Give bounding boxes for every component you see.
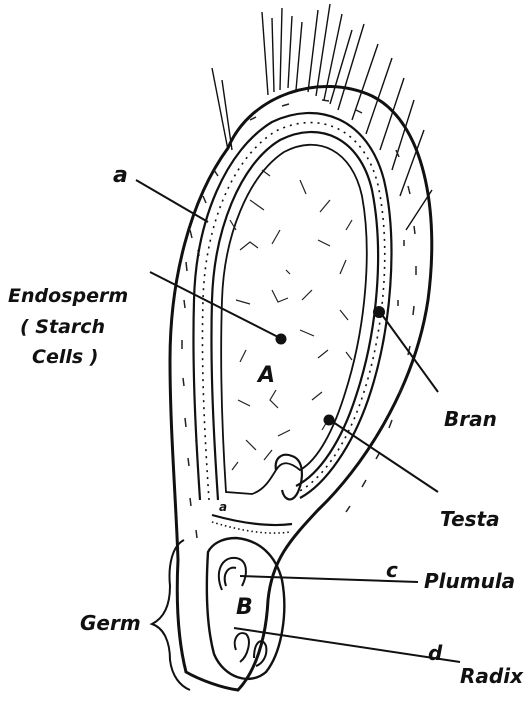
label-plumula: Plumula — [424, 569, 515, 593]
plumula-shape — [219, 558, 246, 590]
marker-bran — [373, 306, 385, 318]
leader-radix — [234, 628, 460, 662]
label-c: c — [386, 558, 398, 582]
marker-testa — [324, 415, 335, 426]
label-endosperm-line2: ( Starch — [20, 316, 105, 338]
scutellum — [212, 515, 292, 525]
leader-a — [136, 180, 208, 222]
label-A: A — [256, 363, 275, 388]
label-radix: Radix — [460, 664, 524, 688]
label-d: d — [428, 641, 443, 665]
label-a-top: a — [113, 163, 128, 188]
label-B: B — [236, 595, 253, 620]
leader-bran — [380, 312, 438, 392]
label-testa: Testa — [440, 507, 500, 531]
label-bran: Bran — [444, 407, 497, 431]
label-germ: Germ — [80, 611, 141, 635]
label-endosperm-line1: Endosperm — [8, 285, 128, 307]
label-a-small: a — [219, 500, 227, 514]
marker-endosperm — [276, 334, 287, 345]
label-endosperm-line3: Cells ) — [32, 346, 98, 368]
